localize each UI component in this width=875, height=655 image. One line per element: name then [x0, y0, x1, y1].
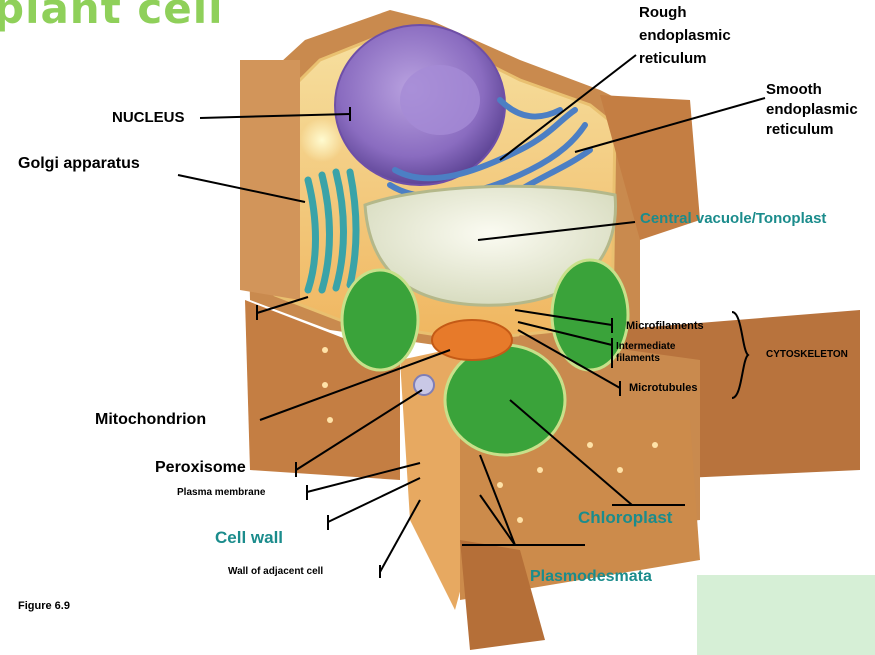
label-microtubules: Microtubules	[629, 382, 697, 394]
label-mitochondrion: Mitochondrion	[95, 411, 206, 429]
note-box	[697, 575, 875, 655]
label-wall-adjacent-cell: Wall of adjacent cell	[228, 566, 323, 577]
label-plasmodesmata: Plasmodesmata	[530, 568, 652, 586]
label-chloroplast: Chloroplast	[578, 508, 672, 528]
label-cell-wall: Cell wall	[215, 528, 283, 548]
label-smooth-er-line1: Smooth	[766, 81, 822, 98]
label-smooth-er-line3: reticulum	[766, 121, 834, 138]
label-plasma-membrane: Plasma membrane	[177, 487, 265, 498]
label-rough-er-line1: Rough	[639, 4, 686, 21]
label-smooth-er-line2: endoplasmic	[766, 101, 858, 118]
label-microfilaments: Microfilaments	[626, 320, 704, 332]
label-cytoskeleton: CYTOSKELETON	[766, 349, 848, 360]
label-golgi: Golgi apparatus	[18, 155, 140, 173]
label-intermediate-line2: filaments	[616, 353, 660, 364]
label-intermediate-line1: Intermediate	[616, 341, 675, 352]
label-rough-er-line3: reticulum	[639, 50, 707, 67]
mitochondrion-shape	[432, 320, 512, 360]
figure-label: Figure 6.9	[18, 600, 70, 612]
label-rough-er-line2: endoplasmic	[639, 27, 731, 44]
nucleus-shape	[335, 25, 505, 185]
label-central-vacuole: Central vacuole/Tonoplast	[640, 210, 826, 227]
label-peroxisome: Peroxisome	[155, 459, 246, 477]
label-nucleus: NUCLEUS	[112, 109, 185, 126]
